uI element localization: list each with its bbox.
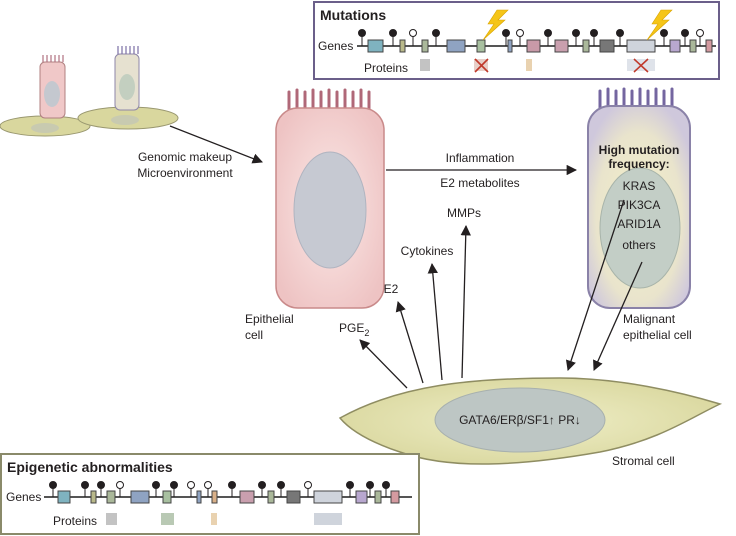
epigenetic-title: Epigenetic abnormalities xyxy=(7,459,173,475)
protein-block xyxy=(211,513,217,525)
stromal-cell: GATA6/ERβ/SF1↑ PR↓ xyxy=(338,377,723,465)
gene-arid1a: ARID1A xyxy=(617,217,660,231)
mutations-title: Mutations xyxy=(320,7,386,23)
malignant-nucleus xyxy=(599,167,681,289)
methylation-markers xyxy=(358,29,704,46)
epithelial-cilia xyxy=(287,88,371,112)
small-cilia xyxy=(117,46,139,54)
gene-others: others xyxy=(622,238,655,252)
label-malignant-line2: epithelial cell xyxy=(623,328,692,342)
label-epithelial-line2: cell xyxy=(245,328,263,342)
label-genomic-makeup: Genomic makeup xyxy=(138,150,232,164)
epigenetic-proteins-label: Proteins xyxy=(53,514,97,528)
label-stromal-cell: Stromal cell xyxy=(612,454,675,468)
label-epithelial-line1: Epithelial xyxy=(245,312,294,326)
small-nucleus xyxy=(111,115,139,125)
lightning-icon xyxy=(482,9,509,41)
gene-blocks xyxy=(367,39,713,53)
small-nucleus xyxy=(31,123,59,133)
label-microenvironment: Microenvironment xyxy=(137,166,233,180)
label-malignant-line1: Malignant xyxy=(623,312,676,326)
small-cilia xyxy=(42,55,64,62)
lightning-icon xyxy=(646,9,673,41)
protein-block xyxy=(161,513,174,525)
label-cytokines: Cytokines xyxy=(401,244,454,258)
arrow-cytokines xyxy=(427,262,443,381)
label-e2-metabolites: E2 metabolites xyxy=(440,176,519,190)
epigenetic-box: Epigenetic abnormalities Genes Proteins xyxy=(0,453,420,535)
methylation-markers xyxy=(49,481,390,497)
small-cell-pair xyxy=(0,46,179,137)
arrow-genomic xyxy=(169,125,263,164)
protein-block xyxy=(420,59,430,71)
label-inflammation: Inflammation xyxy=(446,151,515,165)
epigenetic-genes-label: Genes xyxy=(6,490,41,504)
mutations-proteins-label: Proteins xyxy=(364,61,408,75)
protein-block xyxy=(314,513,342,525)
label-pge2: PGE2 xyxy=(339,321,369,338)
mutation-heading-line2: frequency: xyxy=(608,157,669,171)
mutation-heading-line1: High mutation xyxy=(599,143,680,157)
epithelial-nucleus xyxy=(293,151,367,269)
cross-icon xyxy=(474,58,489,73)
arrow-pge2 xyxy=(359,339,408,389)
stromal-nucleus xyxy=(434,387,606,453)
small-nucleus xyxy=(119,74,135,100)
gene-kras: KRAS xyxy=(623,179,656,193)
label-mmps: MMPs xyxy=(447,206,481,220)
epithelial-cell xyxy=(275,88,385,309)
gene-blocks xyxy=(57,490,400,504)
label-e2: E2 xyxy=(384,282,399,296)
arrow-malignant-to-stroma-2 xyxy=(593,261,643,371)
gene-pik3ca: PIK3CA xyxy=(618,198,661,212)
protein-block xyxy=(106,513,117,525)
small-nucleus xyxy=(44,81,60,107)
stromal-nucleus-text: GATA6/ERβ/SF1↑ PR↓ xyxy=(459,413,581,427)
arrows xyxy=(169,125,643,389)
arrow-malignant-to-stroma-1 xyxy=(565,199,625,371)
cross-icon xyxy=(633,58,649,73)
protein-block xyxy=(526,59,532,71)
arrow-e2 xyxy=(395,301,424,384)
malignant-cell: High mutation frequency: KRAS PIK3CA ARI… xyxy=(587,87,691,309)
mutations-genes-label: Genes xyxy=(318,39,353,53)
arrow-mmps xyxy=(460,224,471,379)
mutations-box: Mutations Genes Proteins xyxy=(313,1,720,80)
